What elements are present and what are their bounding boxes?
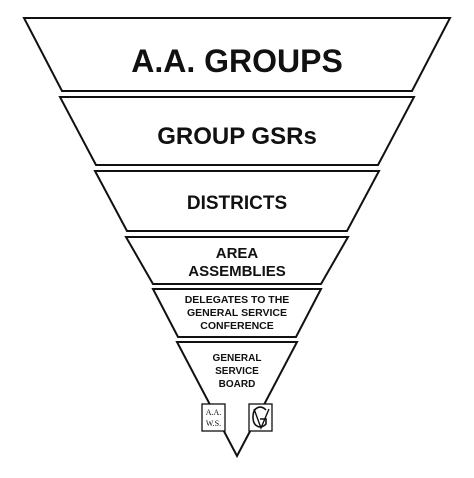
- level-aa-groups-label: A.A. GROUPS: [131, 43, 343, 79]
- level-districts-label: DISTRICTS: [187, 193, 287, 214]
- grapevine-monogram-v: [253, 408, 270, 430]
- grapevine-monogram-g: [252, 406, 267, 428]
- level-general-service-board-line-1: GENERAL: [213, 353, 262, 364]
- aaws-logo-line-2: W.S.: [206, 419, 221, 428]
- level-districts-band: [93, 170, 381, 232]
- level-group-gsrs-label: GROUP GSRs: [157, 123, 317, 150]
- level-districts: DISTRICTS: [93, 170, 381, 232]
- level-delegates-line-3: CONFERENCE: [200, 320, 274, 332]
- level-aa-groups-band: [22, 17, 452, 92]
- level-area-assemblies-band: [124, 236, 350, 285]
- level-delegates: DELEGATES TO THE GENERAL SERVICE CONFERE…: [151, 288, 323, 338]
- level-general-service-board-line-2: SERVICE: [215, 366, 259, 377]
- level-delegates-band: [151, 288, 323, 338]
- level-delegates-line-2: GENERAL SERVICE: [187, 307, 287, 319]
- level-group-gsrs-band: [58, 96, 416, 166]
- level-delegates-line-1: DELEGATES TO THE: [185, 294, 290, 306]
- level-general-service-board-band: [175, 341, 299, 459]
- level-general-service-board: GENERAL SERVICE BOARD: [175, 341, 299, 459]
- aaws-logo: A.A. W.S.: [201, 403, 226, 432]
- level-area-assemblies-line-1: AREA: [216, 245, 259, 262]
- grapevine-logo: [248, 403, 273, 432]
- aaws-logo-frame: [201, 403, 226, 432]
- level-area-assemblies: AREA ASSEMBLIES: [124, 236, 350, 285]
- level-area-assemblies-line-2: ASSEMBLIES: [188, 263, 286, 280]
- level-group-gsrs: GROUP GSRs: [58, 96, 416, 166]
- level-aa-groups: A.A. GROUPS: [22, 17, 452, 92]
- aaws-logo-line-1: A.A.: [206, 408, 222, 417]
- level-general-service-board-line-3: BOARD: [219, 379, 256, 390]
